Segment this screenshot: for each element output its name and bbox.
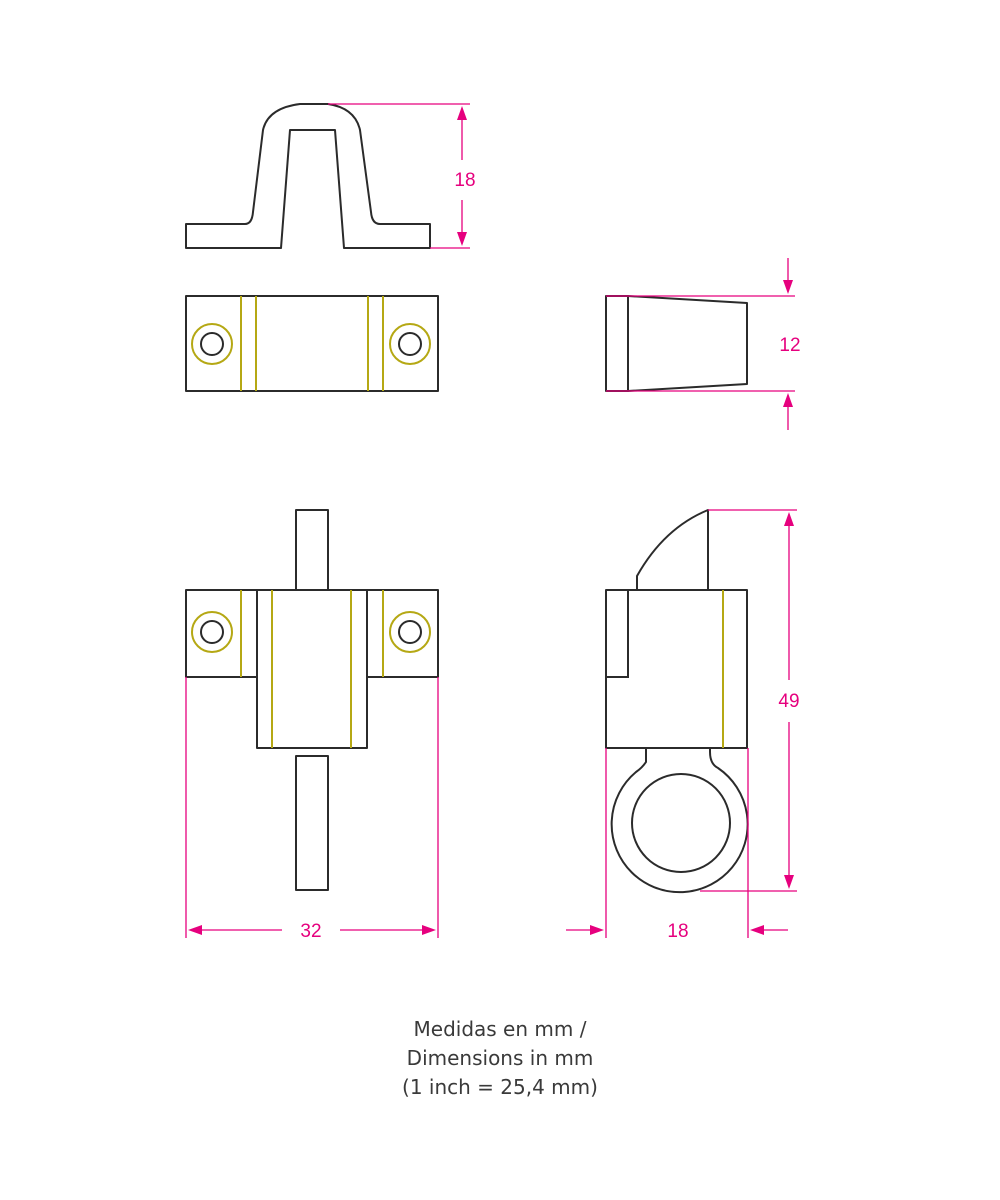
screw-hole-left [200, 332, 224, 356]
latch-screw-right [398, 620, 422, 644]
latch-screw-right-ring [389, 611, 431, 653]
caption-line-2: Dimensions in mm [406, 1046, 594, 1070]
latch-hook [636, 509, 709, 591]
caption-line-1: Medidas en mm / [413, 1017, 587, 1041]
bracket-plan-view [185, 295, 439, 392]
latch-screw-left [200, 620, 224, 644]
latch-body [256, 589, 368, 749]
dimension-width: 32 [185, 677, 439, 942]
latch-front-view [185, 509, 439, 891]
dimension-side-height: 12 [606, 258, 801, 430]
dimension-depth: 18 [566, 748, 788, 942]
latch-ring-inner [631, 773, 731, 873]
caption-line-3: (1 inch = 25,4 mm) [402, 1075, 598, 1099]
dimensions-note: Medidas en mm / Dimensions in mm (1 inch… [0, 1015, 1000, 1102]
bracket-profile-view [185, 103, 431, 249]
latch-bolt-top [295, 509, 329, 591]
latch-side-view [605, 509, 749, 894]
bracket-profile-outline [185, 103, 431, 249]
dimension-top-height: 18 [328, 103, 476, 249]
bracket-side-view [605, 295, 748, 392]
dimension-total-height: 49 [700, 509, 800, 892]
screw-hole-right [398, 332, 422, 356]
dimension-total-height-label: 49 [778, 691, 799, 712]
latch-screw-left-ring [191, 611, 233, 653]
bracket-plate [185, 295, 439, 392]
dimension-top-height-label: 18 [454, 170, 475, 191]
dimension-width-label: 32 [300, 921, 321, 942]
dimension-depth-label: 18 [667, 921, 688, 942]
dimension-side-height-label: 12 [779, 335, 800, 356]
screw-hole-left-ring [191, 323, 233, 365]
latch-bolt-bottom [295, 755, 329, 891]
screw-hole-right-ring [389, 323, 431, 365]
